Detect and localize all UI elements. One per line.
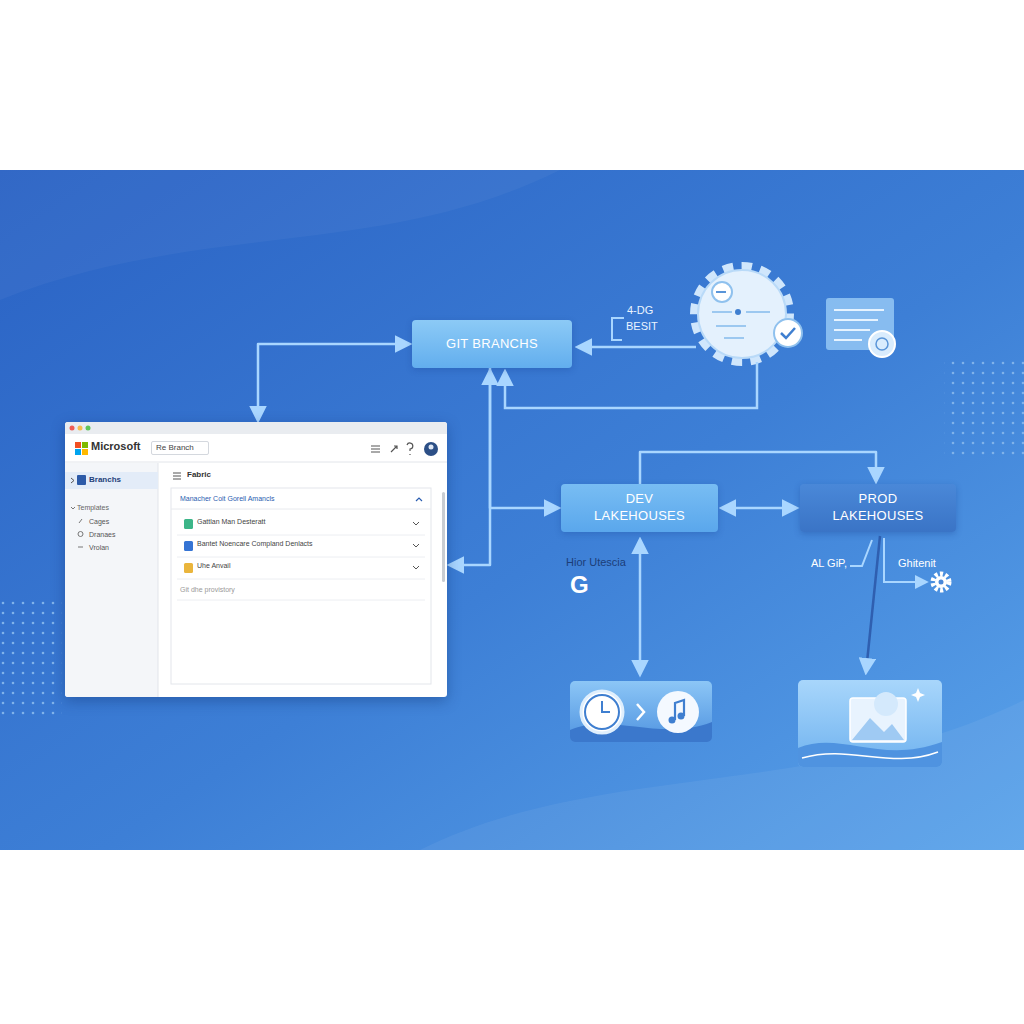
branch-selector: Re Branch [151, 441, 209, 455]
image-card [798, 680, 942, 767]
connector-arrow [450, 371, 490, 565]
box-label: DEV LAKEHOUSES [585, 491, 695, 525]
callout-label: BESIT [626, 320, 658, 333]
connector-arrow [490, 368, 558, 508]
panel-heading: Manacher Coit Gorell Amancls [180, 495, 275, 503]
list-item: Git dhe provistory [180, 586, 235, 594]
window-chrome [65, 422, 447, 697]
schedule-card [570, 681, 712, 742]
list-item: Gattlan Man Desteratt [197, 518, 265, 526]
box-label: GIT BRANCHS [446, 336, 538, 353]
callout-label: Hior Utescia [566, 556, 626, 569]
process-box: GIT BRANCHS [412, 320, 572, 368]
process-box: DEV LAKEHOUSES [561, 484, 718, 532]
nav-item: Dranaes [89, 531, 115, 539]
callout-label: Ghitenit [898, 557, 936, 570]
brand-name: Microsoft [91, 440, 141, 453]
process-box: PROD LAKEHOUSES [800, 484, 956, 532]
nav-item: Vrolan [89, 544, 109, 552]
settings-icon [933, 574, 949, 590]
list-item: Bantet Noencare Compland Denlacts [197, 540, 313, 548]
connector-arrow [640, 452, 876, 484]
nav-item: Branchs [89, 475, 121, 485]
box-label: PROD LAKEHOUSES [823, 491, 933, 525]
callout-label: 4-DG [627, 304, 653, 317]
connector-arrow [258, 344, 409, 420]
nav-item: Cages [89, 518, 109, 526]
page-title: Fabric [187, 470, 211, 480]
callout-label: AL GiP, [811, 557, 847, 570]
list-item: Uhe Anvail [197, 562, 230, 570]
gear-icon [696, 268, 802, 360]
app-window: Microsoft Re BranchFabricBranchsTemplates… [65, 422, 447, 697]
connector-arrow [722, 507, 796, 510]
nav-heading: Templates [77, 504, 109, 512]
letter-icon: G [570, 571, 589, 600]
document-card [826, 298, 895, 357]
